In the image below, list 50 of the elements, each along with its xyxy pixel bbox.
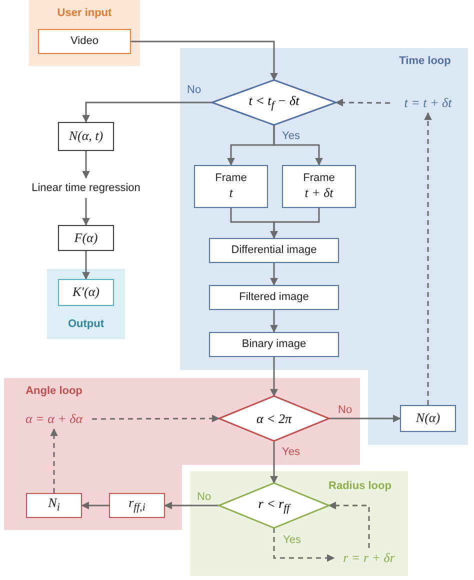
process-box: r$_{ff,i}$ — [109, 493, 165, 518]
process-box: F(α) — [58, 225, 114, 251]
process-box: N$_{i}$ — [26, 493, 82, 518]
edge-label: Yes — [281, 446, 301, 458]
formula-text: Linear time regression — [20, 178, 152, 198]
arrow — [82, 198, 90, 226]
arrow — [131, 40, 278, 81]
process-box: Binary image — [209, 332, 339, 357]
edge-label: No — [186, 84, 202, 96]
arrow — [164, 502, 219, 510]
process-box: Video — [38, 29, 131, 54]
decision-diamond: r < r$_{ff}$ — [219, 483, 329, 528]
formula-text: α = α + δα — [16, 409, 92, 429]
arrow — [273, 125, 323, 166]
arrow — [270, 357, 278, 397]
dashed-arrow — [50, 428, 58, 493]
dashed-arrow — [328, 502, 370, 548]
dashed-arrow — [92, 414, 220, 423]
arrow — [270, 208, 320, 239]
arrow — [270, 310, 278, 333]
arrow — [82, 151, 90, 179]
arrow — [82, 251, 90, 280]
region-heading: Radius loop — [328, 480, 392, 492]
arrow — [270, 263, 278, 286]
process-box: Frame t — [194, 165, 268, 208]
formula-text: t = t + δt — [390, 93, 466, 113]
arrow — [329, 414, 401, 422]
process-box: N(α) — [400, 405, 456, 432]
process-box: Frame t + δt — [282, 165, 356, 208]
dashed-arrow — [273, 528, 335, 562]
process-box: Filtered image — [209, 285, 339, 310]
arrow — [82, 102, 212, 123]
process-box: Differential image — [209, 238, 339, 263]
edge-label: No — [196, 491, 212, 503]
process-box: K′(α) — [58, 279, 114, 306]
region-heading: User input — [56, 7, 113, 19]
edge-label: Yes — [281, 130, 301, 142]
formula-text: r = r + δr — [334, 548, 404, 568]
dashed-arrow — [335, 98, 390, 107]
decision-diamond: t < t$_{f}$ − δt — [212, 80, 336, 125]
region-heading: Output — [66, 318, 106, 330]
region-heading: Angle loop — [24, 385, 84, 397]
decision-diamond: α < 2π — [219, 396, 329, 441]
region-heading: Time loop — [398, 55, 452, 67]
edge-label: No — [337, 404, 354, 416]
edge-label: Yes — [282, 534, 302, 546]
dashed-arrow — [424, 112, 432, 405]
arrow — [81, 502, 109, 510]
process-box: N(α, t) — [58, 122, 114, 151]
arrow — [270, 441, 278, 484]
